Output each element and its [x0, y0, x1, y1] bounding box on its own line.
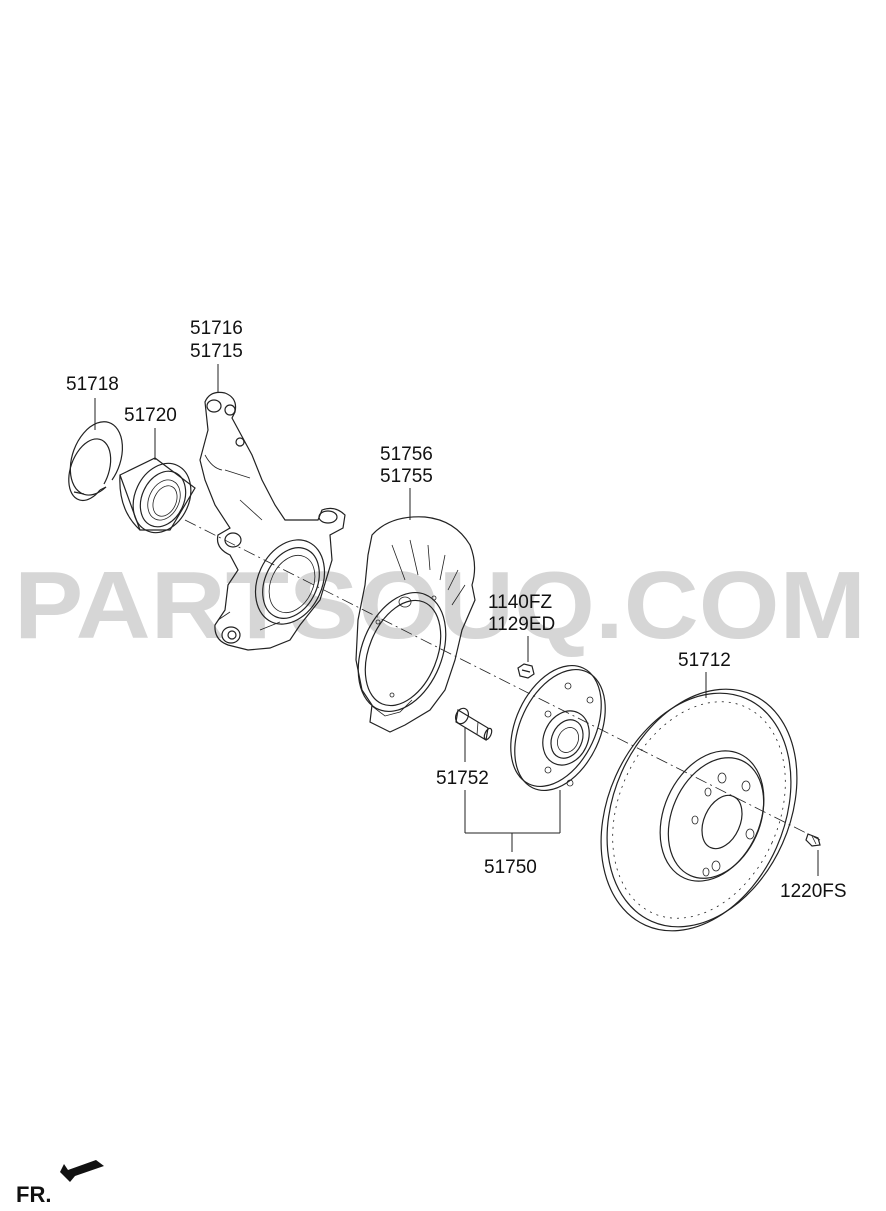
label-51750[interactable]: 51750	[484, 857, 537, 878]
part-labels: 51718 51720 51716 51715 51756 51755 1140…	[66, 318, 847, 902]
label-51715[interactable]: 51715	[190, 341, 243, 362]
label-51718[interactable]: 51718	[66, 374, 119, 395]
label-51755[interactable]: 51755	[380, 466, 433, 487]
center-axis	[184, 519, 821, 841]
steering-knuckle[interactable]	[199, 391, 346, 651]
label-51716[interactable]: 51716	[190, 318, 243, 339]
forward-direction-indicator: FR.	[16, 1160, 104, 1207]
snap-ring[interactable]	[68, 421, 124, 502]
direction-arrow-icon	[60, 1160, 104, 1182]
label-1129ED[interactable]: 1129ED	[488, 614, 555, 635]
leader-lines	[94, 364, 819, 876]
wheel-bearing[interactable]	[119, 454, 202, 542]
brake-disc[interactable]	[565, 659, 833, 961]
label-1140FZ[interactable]: 1140FZ	[488, 592, 552, 613]
label-51712[interactable]: 51712	[678, 650, 731, 671]
label-51752[interactable]: 51752	[436, 768, 489, 789]
direction-label: FR.	[16, 1182, 51, 1207]
dust-cover[interactable]	[342, 516, 476, 733]
bolt[interactable]	[517, 663, 535, 679]
wheel-hub[interactable]	[493, 651, 624, 805]
label-1220FS[interactable]: 1220FS	[780, 881, 847, 902]
hub-bolt[interactable]	[453, 706, 493, 741]
label-51756[interactable]: 51756	[380, 444, 433, 465]
label-51720[interactable]: 51720	[124, 405, 177, 426]
disc-screw[interactable]	[805, 833, 821, 847]
